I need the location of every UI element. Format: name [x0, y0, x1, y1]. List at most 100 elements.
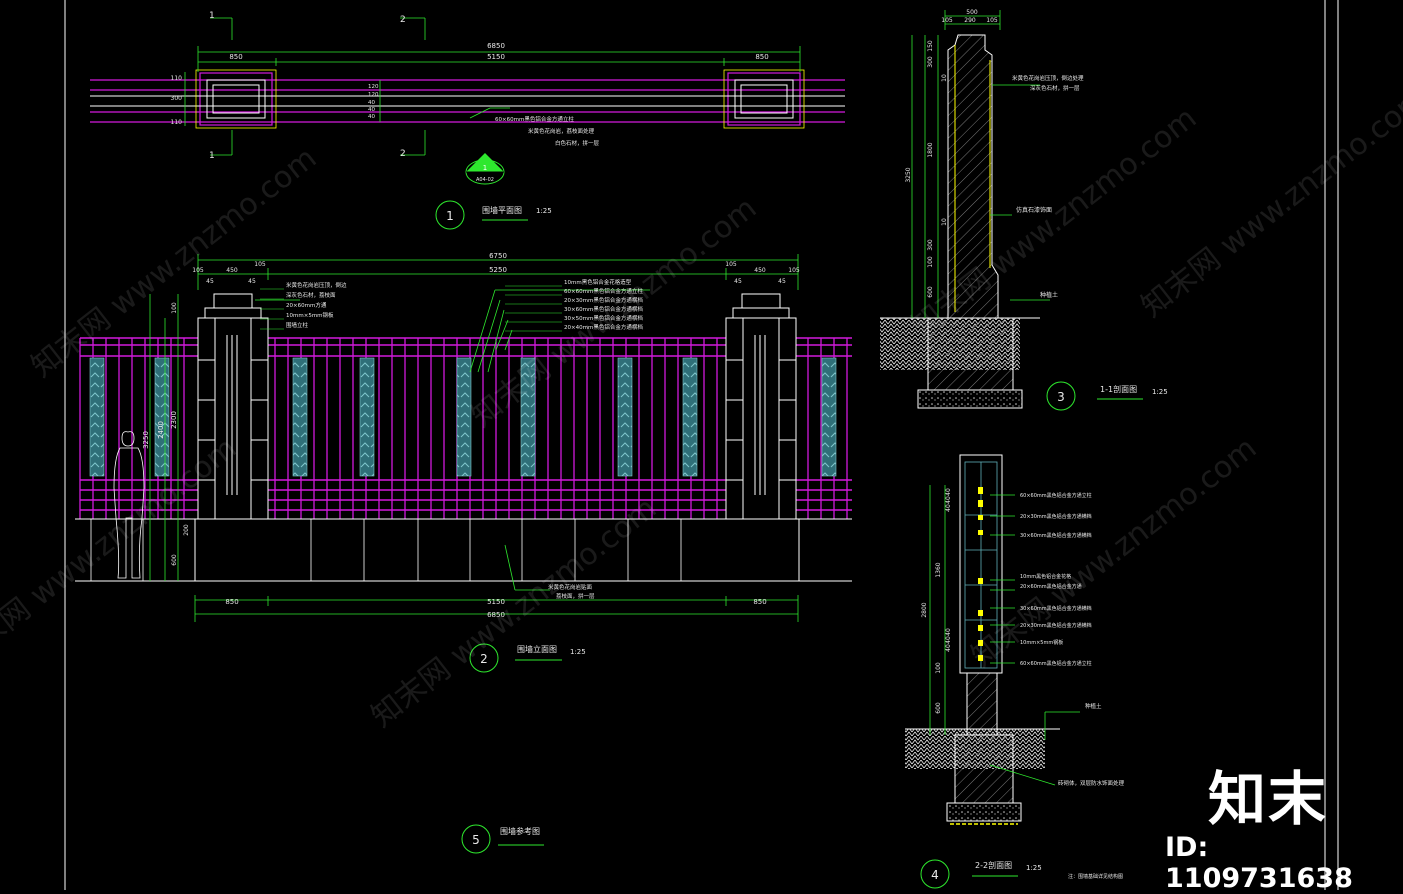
fence-ornament-chevrons: [618, 358, 632, 476]
elevation-scale: 1:25: [570, 648, 586, 656]
elevation-right-note-4: 30×60mm黑色铝合金方通横档: [564, 305, 643, 313]
s2-note-5: 20×60mm黑色铝合金方通: [1020, 583, 1082, 590]
plan-section-mark-2-bottom: 2: [400, 149, 406, 159]
s2-scale: 1:25: [1026, 864, 1042, 872]
s1-title-circle: [1046, 381, 1076, 411]
plan-callout-num: 1: [483, 164, 487, 172]
s1-title-num: 3: [1057, 390, 1065, 404]
plan-view: 6850 5150 850 850 1 2 1 2 110 300 110 12…: [90, 11, 845, 230]
fence-ornament-chevrons: [822, 358, 836, 476]
s2-note-3: 30×60mm黑色铝合金方通横档: [1020, 532, 1092, 539]
watermark-text: 知末网 www.znzmo.com: [25, 141, 323, 385]
elevation-left-note-5: 围墙立柱: [286, 321, 309, 329]
s1-note-1: 米黄色花岗岩压顶，倒边处理: [1012, 74, 1084, 82]
s2-left-dim-5: 2800: [921, 602, 928, 617]
s2-note-2: 20×30mm黑色铝合金方通横档: [1020, 513, 1092, 520]
s2-note-9: 60×60mm黑色铝合金方通立柱: [1020, 660, 1092, 667]
s2-note-soil: 种植土: [1085, 702, 1102, 710]
elevation-top-left-1: 105: [192, 267, 204, 274]
watermark-text: 知末网 www.znzmo.com: [365, 491, 663, 735]
elevation-dim-total: 6750: [489, 252, 507, 260]
fence-ornament-chevrons: [521, 358, 535, 476]
elevation-side-dim-2: 2400: [157, 421, 165, 439]
s2-title-circle: [920, 859, 950, 889]
s2-left-dim-10: 600: [935, 702, 942, 714]
plan-side-dim-3: 110: [171, 119, 183, 126]
plan-side-dim-1: 110: [171, 75, 183, 82]
brand-id: ID: 1109731638: [1165, 832, 1353, 894]
s2-left-dim-4: 1360: [935, 562, 942, 577]
plan-section-mark-2-top: 2: [400, 15, 406, 25]
elevation-top-left-sub-2: 45: [248, 278, 256, 285]
plan-title-num: 1: [446, 209, 454, 223]
plan-mid-dim-2: 120: [368, 92, 379, 98]
elevation-side-dim-6: 200: [183, 524, 190, 536]
elevation-bottom-note-2: 荔枝面，拼一层: [556, 592, 595, 600]
elevation-bottom-dim-2: 5150: [487, 598, 505, 606]
brand-logo: 知末: [1208, 765, 1329, 833]
elevation-side-dim-3: 2300: [170, 411, 178, 429]
s1-left-dim-7: 300: [927, 239, 934, 251]
s2-note-1: 60×60mm黑色铝合金方通立柱: [1020, 492, 1092, 499]
plan-mid-dim-4: 40: [368, 107, 375, 113]
elevation-left-note-2: 深灰色石材，荔枝面: [286, 291, 336, 299]
elevation-title-circle: [469, 643, 499, 673]
s2-note-7: 20×30mm黑色铝合金方通横档: [1020, 622, 1092, 629]
fence-ornament-chevrons: [360, 358, 374, 476]
s1-left-dim-8: 100: [927, 256, 934, 268]
plan-scale: 1:25: [536, 207, 552, 215]
s2-left-dim-6: 40: [945, 628, 952, 636]
elevation-dim-inner: 5250: [489, 266, 507, 274]
fence-ornament-chevrons: [90, 358, 104, 476]
s1-scale: 1:25: [1152, 388, 1168, 396]
s1-note-3: 仿真石漆饰面: [1016, 206, 1052, 214]
s2-note-6: 30×60mm黑色铝合金方通横档: [1020, 605, 1092, 612]
elevation-top-left-2: 450: [226, 267, 238, 274]
elevation-top-right-3: 105: [788, 267, 800, 274]
fence-ornament-chevrons: [457, 358, 471, 476]
plan-mid-dim-3: 40: [368, 100, 375, 106]
s2-left-dim-3: 40: [945, 504, 952, 512]
s1-note-2: 深灰色石材，拼一层: [1030, 84, 1080, 92]
elevation-bottom-dim-3: 850: [753, 598, 766, 606]
elevation-top-left-sub-1: 45: [206, 278, 214, 285]
elevation-view: 6750 5250 105 450 105 45 45 105 450 105 …: [75, 252, 852, 673]
s1-left-dim-3: 10: [941, 74, 948, 82]
elevation-title: 围墙立面图: [517, 644, 557, 654]
plan-note-3: 白色石材，拼一层: [555, 139, 600, 147]
elevation-top-left-3: 105: [254, 261, 266, 268]
watermark-text: 知末网 www.znzmo.com: [0, 431, 243, 675]
s1-left-dim-6: 10: [941, 218, 948, 226]
elevation-right-note-1: 10mm黑色铝合金花格造型: [564, 278, 632, 286]
s2-note-8: 10mm×5mm钢板: [1020, 639, 1063, 646]
elevation-left-note-4: 10mm×5mm钢板: [286, 311, 334, 319]
s2-left-dim-1: 40: [945, 488, 952, 496]
elevation-bottom-note-1: 米黄色花岗岩贴面: [548, 583, 593, 591]
elevation-top-right-1: 105: [725, 261, 737, 268]
elevation-right-note-2: 60×60mm黑色铝合金方通立柱: [564, 287, 643, 295]
s1-top-dim-3: 290: [964, 17, 976, 24]
s2-left-dim-7: 40: [945, 636, 952, 644]
elevation-left-note-1: 米黄色花岗岩压顶，倒边: [286, 281, 347, 289]
elevation-right-note-6: 20×40mm黑色铝合金方通横档: [564, 323, 643, 331]
plan-mid-dim-5: 40: [368, 114, 375, 120]
s1-left-dim-9: 600: [927, 286, 934, 298]
s1-left-dim-5: 3250: [905, 167, 912, 182]
elevation-side-dim-5: 600: [171, 554, 178, 566]
plan-title-circle: [435, 200, 465, 230]
elevation-bottom-dim-1: 850: [225, 598, 238, 606]
elevation-top-right-sub-2: 45: [778, 278, 786, 285]
elevation-right-note-3: 20×30mm黑色铝合金方通横档: [564, 296, 643, 304]
s1-top-dim-2: 105: [941, 17, 953, 24]
plan-note-1: 60×60mm黑色铝合金方通立柱: [495, 115, 574, 123]
elevation-top-right-2: 450: [754, 267, 766, 274]
s1-left-dim-2: 300: [927, 56, 934, 68]
plan-callout-ref: A04-02: [476, 177, 494, 183]
elevation-left-note-3: 20×60mm方通: [286, 301, 327, 309]
plan-section-mark-1-bottom: 1: [209, 151, 215, 161]
s1-left-dim-4: 1800: [927, 142, 934, 157]
plan-dim-total: 6850: [487, 42, 505, 50]
reference-title-circle: [461, 824, 491, 854]
s1-top-dim-1: 500: [966, 9, 978, 16]
